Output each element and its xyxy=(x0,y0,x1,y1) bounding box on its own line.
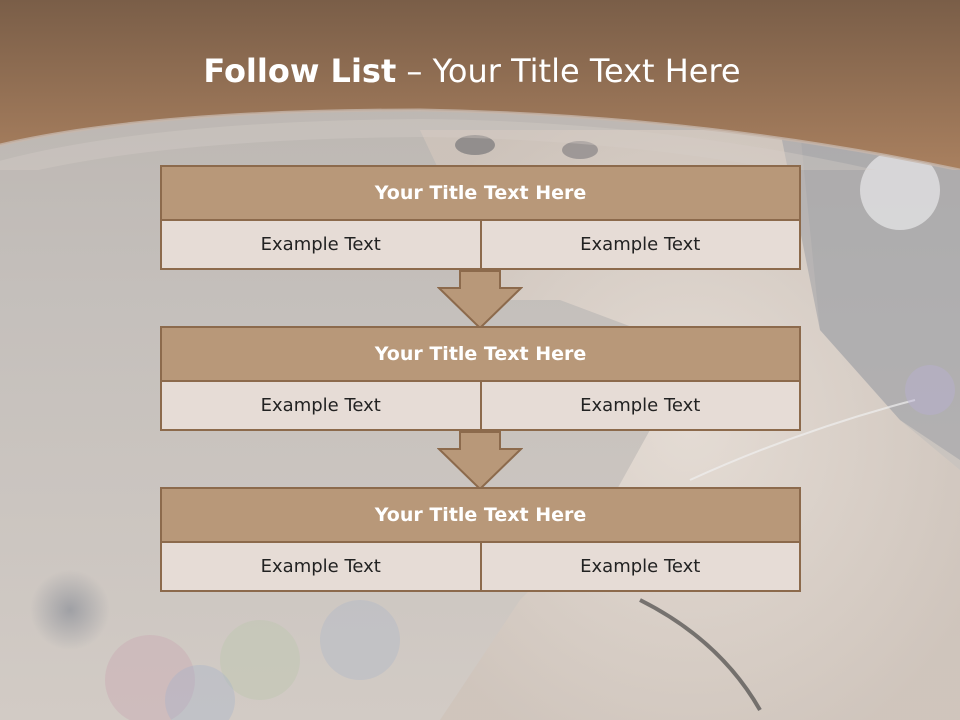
step-cell-left: Example Text xyxy=(160,221,482,270)
step-cell-left: Example Text xyxy=(160,543,482,592)
step-box-1: Your Title Text Here Example Text Exampl… xyxy=(160,165,801,270)
header-band xyxy=(0,0,960,170)
step-box-2: Your Title Text Here Example Text Exampl… xyxy=(160,326,801,431)
down-arrow-icon xyxy=(437,431,523,491)
step-cell-right: Example Text xyxy=(481,382,801,431)
step-row: Example Text Example Text xyxy=(160,221,801,270)
down-arrow-icon xyxy=(437,270,523,330)
slide-title-rest: – Your Title Text Here xyxy=(406,52,741,90)
step-title: Your Title Text Here xyxy=(160,326,801,382)
step-cell-right: Example Text xyxy=(481,543,801,592)
step-row: Example Text Example Text xyxy=(160,543,801,592)
step-row: Example Text Example Text xyxy=(160,382,801,431)
step-title: Your Title Text Here xyxy=(160,487,801,543)
step-box-3: Your Title Text Here Example Text Exampl… xyxy=(160,487,801,592)
step-cell-left: Example Text xyxy=(160,382,482,431)
slide-title: Follow List – Your Title Text Here xyxy=(0,52,944,90)
step-cell-right: Example Text xyxy=(481,221,801,270)
step-title: Your Title Text Here xyxy=(160,165,801,221)
slide-title-bold: Follow List xyxy=(203,52,397,90)
